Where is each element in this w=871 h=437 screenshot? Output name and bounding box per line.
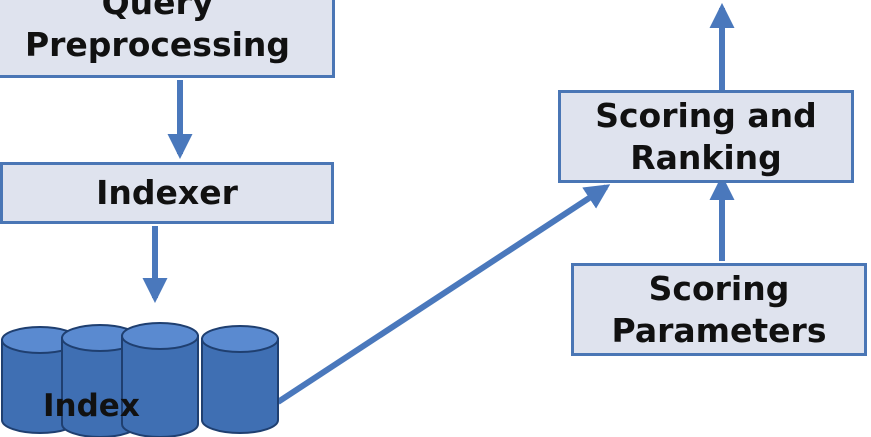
index-cylinder-2 xyxy=(61,324,139,437)
scoring-parameters-box: Scoring Parameters xyxy=(571,263,867,356)
arrow-index-to-scoring xyxy=(276,184,611,405)
index-cylinder-3 xyxy=(121,322,199,437)
index-cylinder-1 xyxy=(1,326,79,434)
scoring-and-ranking-box: Scoring and Ranking xyxy=(558,90,854,183)
query-preprocessing-box: Query Preprocessing xyxy=(0,0,335,78)
index-label: Index xyxy=(43,388,140,424)
indexer-box: Indexer xyxy=(0,162,334,224)
index-database-icon xyxy=(1,322,279,437)
index-cylinder-4 xyxy=(201,325,279,434)
